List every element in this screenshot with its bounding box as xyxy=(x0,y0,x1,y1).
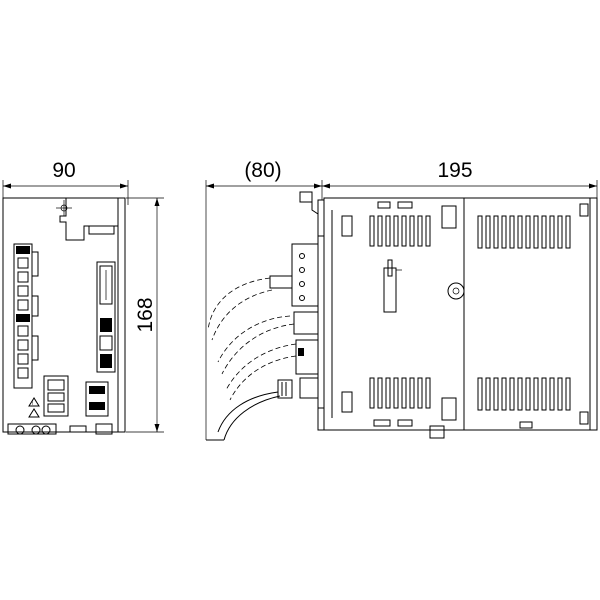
vent-slots-lower-right xyxy=(477,377,571,411)
warning-icon xyxy=(28,397,40,407)
io-connector-column xyxy=(96,261,116,373)
dimension-label-cable-clearance: (80) xyxy=(244,159,281,182)
dimension-cable-clearance: (80) xyxy=(205,159,322,440)
cable-routing-lines xyxy=(206,277,297,441)
vent-slots-lower-left xyxy=(369,377,431,409)
side-connector-stack xyxy=(269,243,319,399)
vent-slots-upper-left xyxy=(369,215,431,247)
main-terminal-block xyxy=(13,243,39,389)
status-display xyxy=(43,375,69,417)
ground-screw-icon xyxy=(447,282,465,300)
dimension-front-width: 90 xyxy=(2,159,129,205)
warning-icon xyxy=(28,408,40,418)
svg-text:!: ! xyxy=(32,401,34,407)
side-view xyxy=(206,191,598,441)
encoder-connector xyxy=(85,381,109,417)
dimension-depth: 195 xyxy=(321,159,598,200)
dimension-label-depth: 195 xyxy=(437,159,472,182)
vent-slots-upper-right xyxy=(477,215,571,249)
dimension-height: 168 xyxy=(126,197,164,433)
dimension-label-height: 168 xyxy=(134,297,157,332)
front-view: ! xyxy=(2,197,126,435)
dimension-label-front-width: 90 xyxy=(52,159,75,182)
